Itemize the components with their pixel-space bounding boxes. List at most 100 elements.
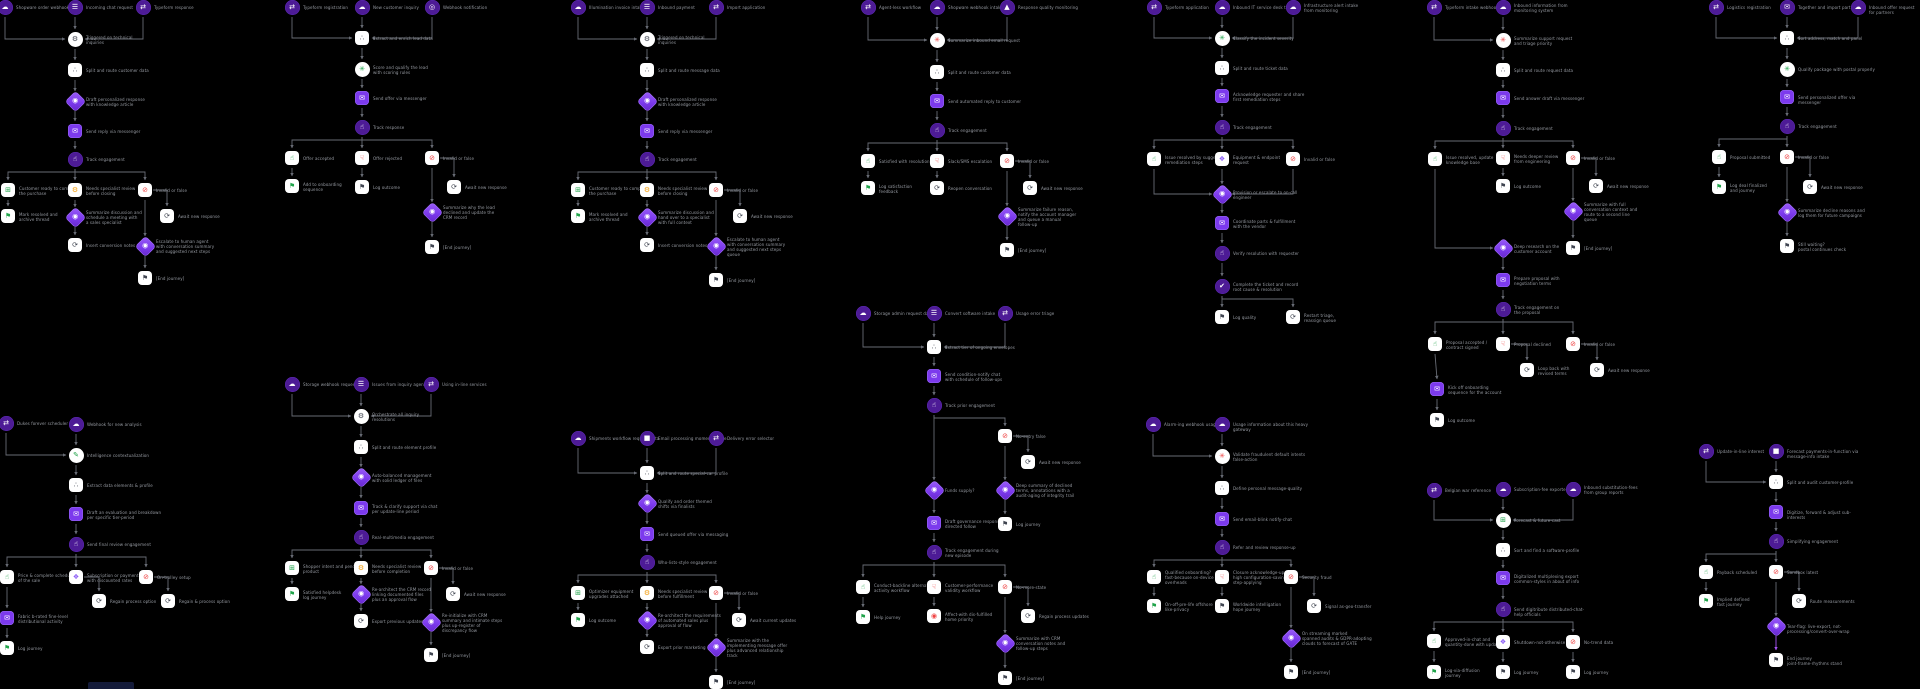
stop-node[interactable]: ■ <box>1768 443 1784 459</box>
flag-green-node[interactable]: ⚑ <box>1427 665 1441 679</box>
share-node[interactable]: ∴ <box>640 466 654 480</box>
flag-node[interactable]: ⚑ <box>138 271 152 285</box>
chat-node[interactable]: ✉ <box>930 94 944 108</box>
refresh-node[interactable]: ⟳ <box>1307 599 1321 613</box>
thumb-white-node[interactable]: ☝ <box>1495 601 1511 617</box>
disc-node[interactable]: ◉ <box>636 609 659 632</box>
chat-node[interactable]: ✉ <box>640 527 654 541</box>
check-node[interactable]: ✔ <box>1214 278 1230 294</box>
cart-node[interactable]: ⊞ <box>571 183 585 197</box>
flag-node[interactable]: ⚑ <box>1566 665 1580 679</box>
chat-node[interactable]: ✉ <box>69 507 83 521</box>
thumb-white-node[interactable]: ☝ <box>1214 245 1230 261</box>
cart-node[interactable]: ⊞ <box>571 586 585 600</box>
spark-green-node[interactable]: ✳ <box>354 61 370 77</box>
thumbs-up-node[interactable]: ☝ <box>1712 150 1726 164</box>
flag-green-node[interactable]: ⚑ <box>1 209 15 223</box>
chat-node[interactable]: ✉ <box>1496 91 1510 105</box>
flag-node[interactable]: ⚑ <box>709 273 723 287</box>
refresh-node[interactable]: ⟳ <box>1021 609 1035 623</box>
chat-node[interactable]: ✉ <box>355 91 369 105</box>
no-entry-node[interactable]: ⊘ <box>1769 565 1783 579</box>
refresh-node[interactable]: ⟳ <box>447 180 461 194</box>
flag-green-node[interactable]: ⚑ <box>285 179 299 193</box>
refresh-node[interactable]: ⟳ <box>160 209 174 223</box>
refresh-node[interactable]: ⟳ <box>1589 179 1603 193</box>
transfer-node[interactable]: ⇄ <box>997 305 1013 321</box>
thumb-white-node[interactable]: ☝ <box>926 397 942 413</box>
pin-node[interactable]: ◎ <box>424 0 440 15</box>
share-node[interactable]: ∴ <box>1769 475 1783 489</box>
thumb-white-node[interactable]: ☝ <box>929 122 945 138</box>
refresh-node[interactable]: ⟳ <box>1286 310 1300 324</box>
disc-node[interactable]: ◉ <box>636 90 659 113</box>
share-node[interactable]: ∴ <box>1496 543 1510 557</box>
flag-node[interactable]: ⚑ <box>1215 599 1229 613</box>
share-node[interactable]: ∴ <box>640 63 654 77</box>
thumb-white-node[interactable]: ☝ <box>1779 118 1795 134</box>
disc-node[interactable]: ◉ <box>1211 183 1234 206</box>
cloud-node[interactable]: ☁ <box>855 305 871 321</box>
thumb-white-node[interactable]: ☝ <box>1214 119 1230 135</box>
disc-node[interactable]: ◉ <box>1562 200 1585 223</box>
no-entry-node[interactable]: ⊘ <box>1284 570 1298 584</box>
share-node[interactable]: ∴ <box>930 65 944 79</box>
disc-node[interactable]: ◉ <box>705 235 728 258</box>
gem-violet-node[interactable]: ❖ <box>69 570 83 584</box>
no-entry-node[interactable]: ⊘ <box>138 183 152 197</box>
refresh-node[interactable]: ⟳ <box>161 594 175 608</box>
spark-red-node[interactable]: ✳ <box>1214 448 1230 464</box>
no-entry-node[interactable]: ⊘ <box>1780 150 1794 164</box>
cart-node[interactable]: ⊞ <box>1 183 15 197</box>
cloud-node[interactable]: ☁ <box>570 0 586 15</box>
cart-node[interactable]: ⊞ <box>1495 512 1511 528</box>
cloud-upload-node[interactable]: ☁ <box>1285 0 1301 15</box>
chat-node[interactable]: ✉ <box>354 501 368 515</box>
disc-node[interactable]: ◉ <box>705 636 728 659</box>
disc-node[interactable]: ◉ <box>1492 237 1515 260</box>
disc-node[interactable]: ◉ <box>64 206 87 229</box>
flag-green-node[interactable]: ⚑ <box>856 610 870 624</box>
cloud-node[interactable]: ☁ <box>354 0 370 15</box>
menu-node[interactable]: ☰ <box>353 376 369 392</box>
flag-green-node[interactable]: ⚑ <box>1712 180 1726 194</box>
cloud-node[interactable]: ☁ <box>0 0 13 15</box>
thumbs-down-node[interactable]: ☟ <box>927 580 941 594</box>
thumbs-down-node[interactable]: ☟ <box>1496 151 1510 165</box>
flag-node[interactable]: ⚑ <box>425 240 439 254</box>
gem-violet-node[interactable]: ❖ <box>1215 152 1229 166</box>
flag-node[interactable]: ⚑ <box>998 671 1012 685</box>
dot-red-node[interactable]: ◉ <box>927 609 941 623</box>
refresh-node[interactable]: ⟳ <box>446 587 460 601</box>
thumbs-up-node[interactable]: ☝ <box>861 154 875 168</box>
thumbs-up-node[interactable]: ☝ <box>856 580 870 594</box>
gear-node[interactable]: ⚙ <box>353 408 369 424</box>
disc-node[interactable]: ◉ <box>350 583 373 606</box>
flag-green-node[interactable]: ⚑ <box>1147 599 1161 613</box>
no-entry-node[interactable]: ⊘ <box>998 580 1012 594</box>
flag-node[interactable]: ⚑ <box>1496 179 1510 193</box>
no-entry-node[interactable]: ⊘ <box>998 429 1012 443</box>
refresh-node[interactable]: ⟳ <box>92 594 106 608</box>
flag-green-node[interactable]: ⚑ <box>0 641 14 655</box>
partial-node[interactable] <box>88 682 134 689</box>
flag-node[interactable]: ⚑ <box>1566 241 1580 255</box>
disc-node[interactable]: ◉ <box>636 206 659 229</box>
pencil-node[interactable]: ✎ <box>68 447 84 463</box>
flag-node[interactable]: ⚑ <box>1430 413 1444 427</box>
transfer-node[interactable]: ⇄ <box>135 0 151 15</box>
flag-node[interactable]: ⚑ <box>355 180 369 194</box>
thumb-white-node[interactable]: ☝ <box>67 151 83 167</box>
cloud-node[interactable]: ☁ <box>68 416 84 432</box>
refresh-node[interactable]: ⟳ <box>1021 455 1035 469</box>
transfer-node[interactable]: ⇄ <box>284 0 300 15</box>
cloud-upload-node[interactable]: ☁ <box>1565 481 1581 497</box>
no-entry-node[interactable]: ⊘ <box>424 561 438 575</box>
menu-node[interactable]: ☰ <box>67 0 83 15</box>
disc-node[interactable]: ◉ <box>923 479 946 502</box>
cloud-node[interactable]: ☁ <box>929 0 945 15</box>
thumb-white-node[interactable]: ☝ <box>353 529 369 545</box>
refresh-node[interactable]: ⟳ <box>640 238 654 252</box>
refresh-node[interactable]: ⟳ <box>68 238 82 252</box>
